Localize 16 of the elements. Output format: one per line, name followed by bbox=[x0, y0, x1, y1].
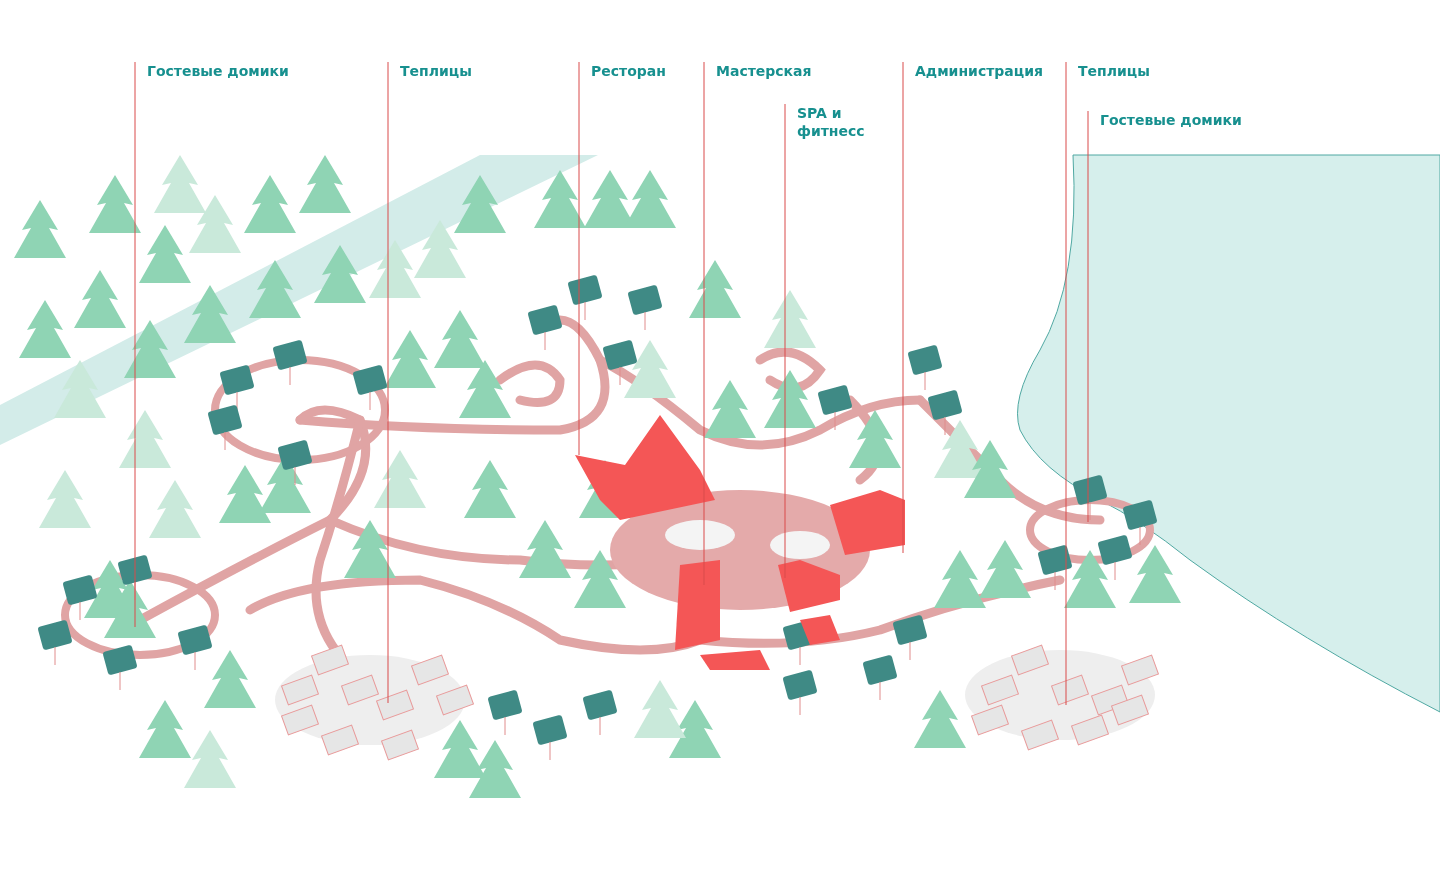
callout-label: Ресторан bbox=[591, 62, 666, 80]
leader-line bbox=[703, 61, 705, 586]
callout-label: Теплицы bbox=[1078, 62, 1150, 80]
leader-line bbox=[784, 103, 786, 579]
callout-label: Гостевые домики bbox=[147, 62, 289, 80]
callout-label: Администрация bbox=[915, 62, 1043, 80]
leader-line bbox=[134, 61, 136, 628]
leader-line bbox=[1087, 110, 1089, 523]
callout-label: SPA и фитнесс bbox=[797, 104, 866, 140]
leader-line bbox=[1065, 61, 1067, 706]
callout-label: Теплицы bbox=[400, 62, 472, 80]
leader-line bbox=[387, 61, 389, 704]
callout-label: Мастерская bbox=[716, 62, 812, 80]
callout-label: Гостевые домики bbox=[1100, 111, 1242, 129]
leader-line bbox=[902, 61, 904, 554]
leader-line bbox=[578, 61, 580, 456]
